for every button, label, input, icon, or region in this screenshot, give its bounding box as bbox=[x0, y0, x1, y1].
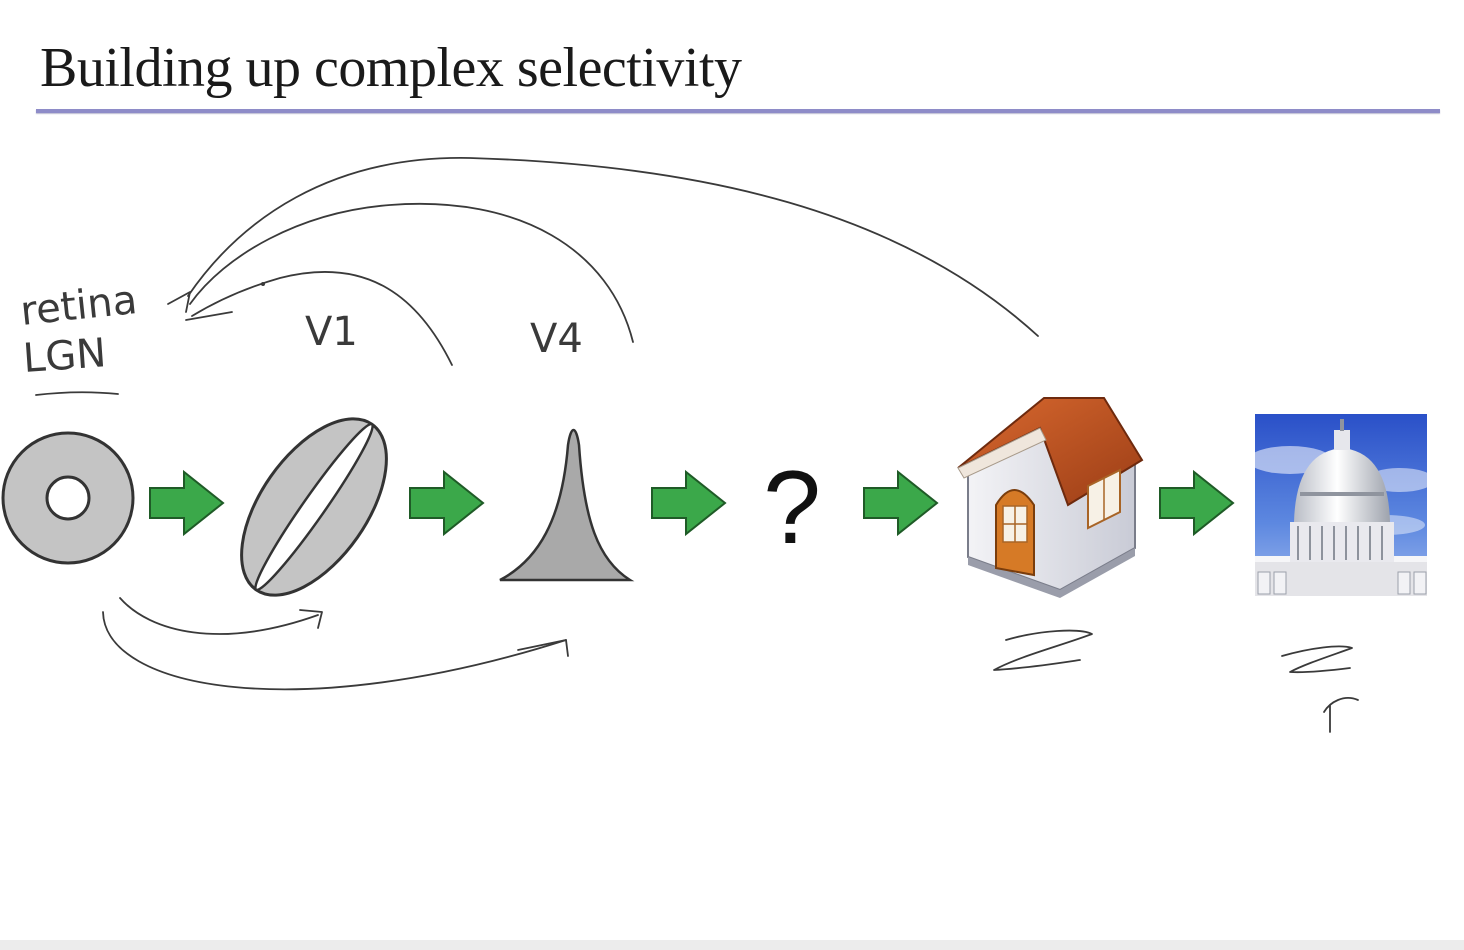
question-mark: ? bbox=[763, 450, 821, 566]
v4-label: V4 bbox=[530, 316, 583, 362]
feedforward-arrow-icon bbox=[1159, 469, 1235, 537]
v4-tuning-curve-icon bbox=[499, 428, 635, 582]
feedforward-arrow-icon bbox=[409, 469, 485, 537]
slide-title: Building up complex selectivity bbox=[40, 37, 742, 99]
retina-lgn-cell-icon bbox=[1, 431, 135, 565]
v1-label: V1 bbox=[305, 309, 358, 355]
lgn-underline bbox=[35, 391, 119, 396]
skip-arrow-to-v1 bbox=[119, 597, 319, 635]
house-icon bbox=[957, 397, 1144, 598]
skip-arrowhead-v1 bbox=[299, 609, 323, 629]
capitol-scribble bbox=[1281, 645, 1353, 674]
ink-dot bbox=[261, 282, 265, 286]
feedforward-arrow-icon bbox=[149, 469, 225, 537]
bottom-strip bbox=[0, 940, 1464, 950]
lgn-label: LGN bbox=[21, 330, 107, 382]
retina-label: retina bbox=[18, 277, 139, 335]
feedback-arrow-from-v4 bbox=[189, 203, 634, 343]
feedback-arrow-from-v1 bbox=[191, 271, 453, 366]
capitol-scribble-mark bbox=[1323, 697, 1359, 733]
feedback-arrowhead bbox=[167, 291, 233, 321]
capitol-photo bbox=[1248, 414, 1434, 596]
feedback-arrow-from-house bbox=[187, 157, 1039, 337]
feedforward-arrow-icon bbox=[863, 469, 939, 537]
feedforward-arrow-icon bbox=[651, 469, 727, 537]
title-underline bbox=[36, 109, 1440, 113]
v1-oriented-cell-icon bbox=[240, 417, 388, 597]
skip-arrow-to-v4 bbox=[102, 611, 567, 691]
house-scribble bbox=[993, 629, 1093, 671]
skip-arrowhead-v4 bbox=[517, 639, 569, 657]
